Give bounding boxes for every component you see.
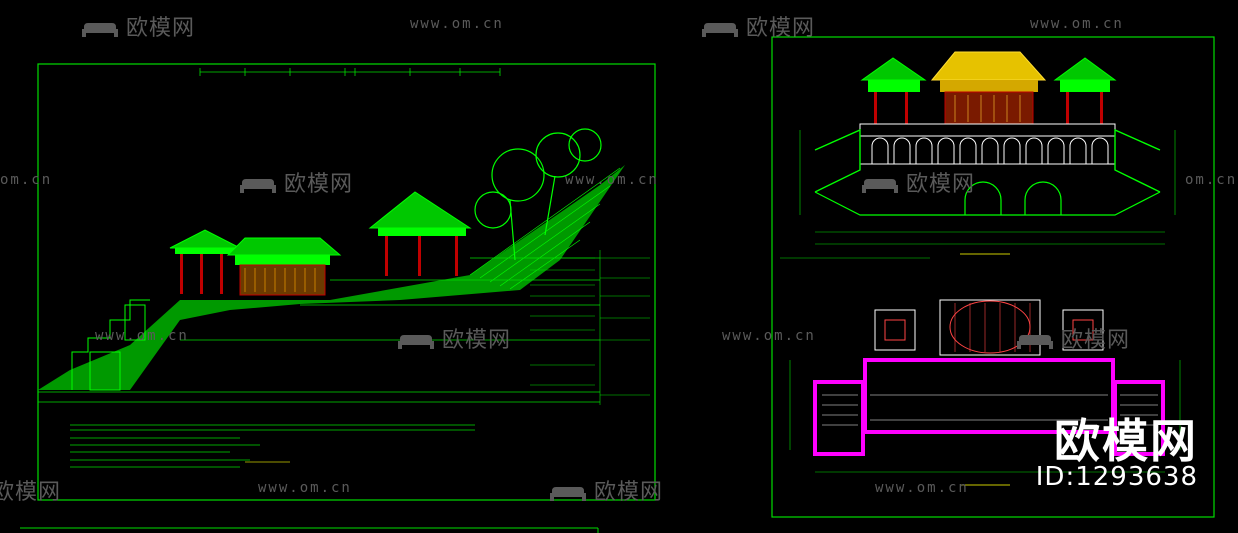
watermark-brand-2: 欧模网 <box>700 10 815 42</box>
bridge-elevation <box>780 51 1176 259</box>
sofa-logo-icon <box>702 23 738 37</box>
brand-logo-large: 欧模网 <box>1054 414 1198 468</box>
sofa-logo-icon <box>82 23 118 37</box>
bottom-dimensions <box>70 424 475 468</box>
watermark-brand-8: 欧模网 <box>548 474 663 506</box>
watermark-url-partial-1: om.cn <box>0 172 53 188</box>
watermark-url-5: www.om.cn <box>722 328 816 344</box>
watermark-url-7: www.om.cn <box>875 480 969 496</box>
hill-pavilion <box>368 191 472 276</box>
left-stairs <box>71 299 150 391</box>
watermark-brand-4: 欧模网 <box>860 166 975 198</box>
bridge-plan <box>789 299 1181 486</box>
sofa-logo-icon <box>240 179 276 193</box>
watermark-url-2: www.om.cn <box>1030 16 1124 32</box>
watermark-url-4: www.om.cn <box>95 328 189 344</box>
sofa-logo-icon <box>550 487 586 501</box>
watermark-url-3: www.om.cn <box>565 172 659 188</box>
main-hall <box>226 237 342 296</box>
model-id-label: ID:1293638 <box>1035 462 1198 492</box>
watermark-url-partial-2: om.cn <box>1185 172 1238 188</box>
watermark-url-6: www.om.cn <box>258 480 352 496</box>
sofa-logo-icon <box>1017 335 1053 349</box>
trees <box>474 128 602 261</box>
watermark-brand-3: 欧模网 <box>238 166 353 198</box>
watermark-brand-7: 欧模网 <box>0 480 62 505</box>
right-sheet-frame <box>771 36 1215 518</box>
watermark-brand-6: 欧模网 <box>1015 322 1130 354</box>
watermark-brand-5: 欧模网 <box>396 322 511 354</box>
right-annotations <box>530 250 650 405</box>
left-sheet-frame <box>37 63 656 501</box>
top-dimension-line <box>199 68 501 76</box>
left-pavilion <box>169 229 241 294</box>
terrain-hatch <box>38 165 625 390</box>
watermark-url-1: www.om.cn <box>410 16 504 32</box>
sofa-logo-icon <box>398 335 434 349</box>
watermark-brand-1: 欧模网 <box>80 10 195 42</box>
sofa-logo-icon <box>862 179 898 193</box>
